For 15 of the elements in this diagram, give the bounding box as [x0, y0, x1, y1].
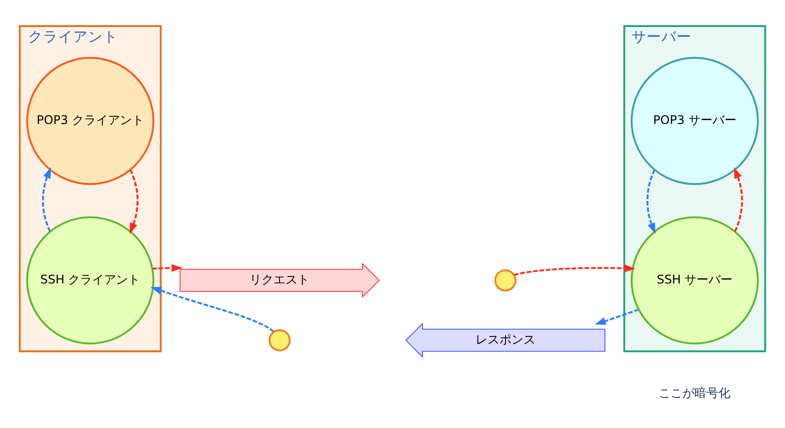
node-circle: [494, 268, 516, 291]
node-circle: [268, 328, 291, 351]
arrow: [594, 308, 639, 324]
label: ここが暗号化: [658, 385, 731, 400]
node-circle: SSH サーバー: [630, 216, 759, 344]
arrow: [734, 166, 743, 232]
arrow: [129, 168, 138, 234]
node-circle: SSH クライアント: [26, 216, 154, 344]
arrow: [646, 168, 656, 234]
arrow: [42, 166, 52, 232]
arrow: [514, 264, 636, 276]
node-circle: POP3 クライアント: [26, 56, 154, 185]
arrow: [152, 264, 183, 272]
node-circle: POP3 サーバー: [630, 56, 759, 185]
arrow: [150, 286, 274, 332]
